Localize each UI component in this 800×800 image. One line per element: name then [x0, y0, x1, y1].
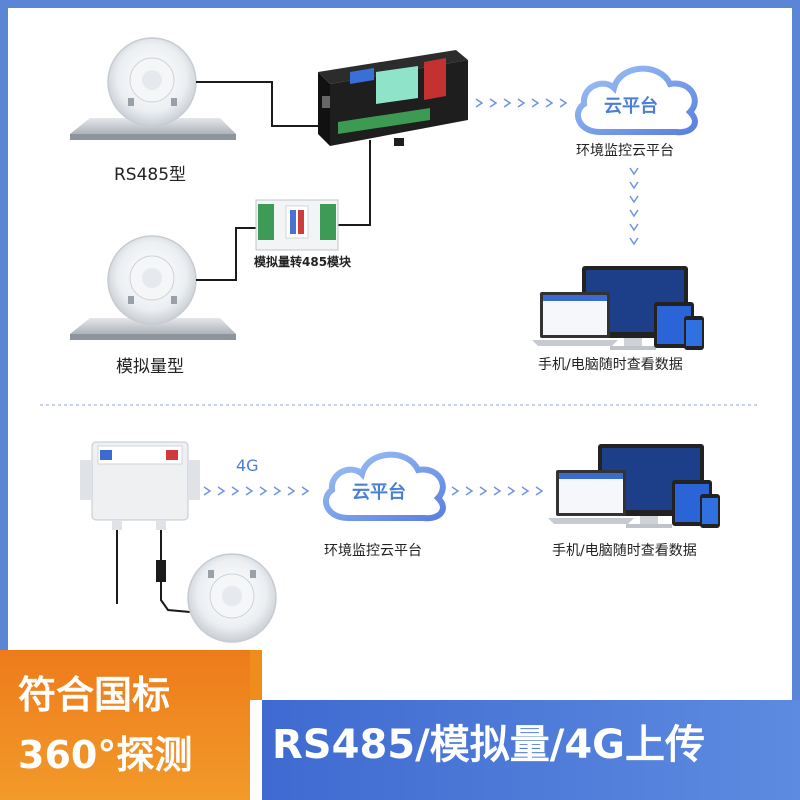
cloud-label-top: 环境监控云平台 — [576, 143, 674, 159]
cable-connector — [156, 560, 166, 582]
devices-label-top: 手机/电脑随时查看数据 — [538, 357, 683, 373]
devices-group-top — [532, 266, 704, 350]
cloud-text-top: 云平台 — [604, 96, 658, 117]
devices-label-bottom: 手机/电脑随时查看数据 — [552, 543, 697, 559]
module-label: 模拟量转485模块 — [254, 255, 352, 269]
banner-left-line2: 360°探测 — [18, 733, 193, 777]
smoke-detector-rs485 — [70, 37, 236, 140]
banner-right-panel — [262, 700, 800, 800]
arrow-transmitter-to-cloud — [203, 486, 310, 496]
analog-to-485-module — [255, 199, 339, 251]
sensor2-label: 模拟量型 — [116, 357, 184, 377]
link-label-4g: 4G — [236, 456, 259, 475]
network-transmitter-device — [80, 441, 200, 530]
arrow-logger-to-cloud — [475, 98, 568, 108]
data-logger-device — [318, 50, 468, 146]
antenna-cable — [116, 530, 191, 613]
cloud-icon — [574, 65, 698, 136]
arrow-cloud-to-devices — [629, 167, 639, 246]
cloud-icon-bottom — [322, 451, 446, 522]
cloud-label-bottom: 环境监控云平台 — [324, 543, 422, 559]
banner-right-text: RS485/模拟量/4G上传 — [272, 722, 705, 768]
devices-group-bottom — [548, 444, 720, 528]
cloud-text-bottom: 云平台 — [352, 482, 406, 503]
smoke-detector-4g — [187, 553, 277, 643]
banner-left-line1: 符合国标 — [18, 673, 171, 717]
banner-separator — [250, 700, 262, 800]
arrow-cloud-to-devices-bottom — [451, 486, 544, 496]
sensor1-label: RS485型 — [114, 165, 187, 185]
banner-left-panel — [0, 650, 250, 800]
smoke-detector-analog — [70, 235, 236, 340]
